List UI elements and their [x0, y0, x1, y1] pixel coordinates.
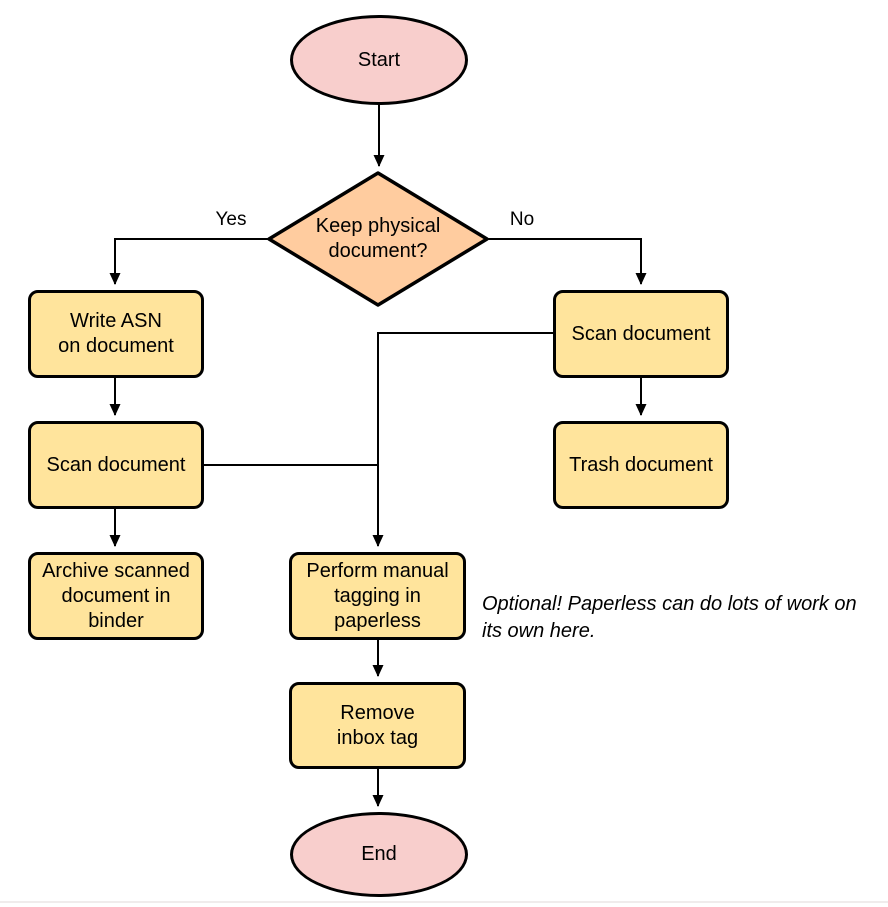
edge-label-yes: Yes [215, 209, 247, 230]
node-manual-tagging: Perform manual tagging in paperless [289, 552, 466, 640]
node-write-asn: Write ASN on document [28, 290, 204, 378]
decision-node-shape [267, 171, 489, 307]
bottom-divider [0, 901, 888, 903]
node-manual-tagging-label: Perform manual tagging in paperless [306, 559, 449, 632]
node-trash-document: Trash document [553, 421, 729, 509]
node-scan-document-right: Scan document [553, 290, 729, 378]
edge-decision-no-to-scan-right [488, 238, 647, 285]
node-trash-document-label: Trash document [569, 453, 713, 476]
edge-scan-right-to-tagging [372, 332, 553, 547]
node-start: Start [290, 15, 468, 105]
node-scan-document-right-label: Scan document [571, 322, 711, 345]
edge-label-no: No [509, 209, 535, 230]
node-write-asn-label: Write ASN on document [58, 310, 174, 357]
node-decision-label: Keep physical document? [315, 215, 441, 262]
node-scan-document-left: Scan document [28, 421, 204, 509]
node-remove-inbox-tag-label: Remove inbox tag [336, 701, 419, 749]
node-scan-document-left-label: Scan document [46, 453, 186, 476]
optional-annotation: Optional! Paperless can do lots of work … [482, 593, 857, 642]
node-start-label: Start [357, 48, 401, 71]
node-end: End [290, 812, 468, 897]
node-end-label: End [361, 843, 397, 865]
node-decision: Keep physical document? [283, 196, 473, 282]
node-archive-scanned: Archive scanned document in binder [28, 552, 204, 640]
node-remove-inbox-tag: Remove inbox tag [289, 682, 466, 769]
edge-decision-yes-to-write-asn [109, 238, 268, 285]
node-archive-scanned-label: Archive scanned document in binder [42, 559, 190, 632]
